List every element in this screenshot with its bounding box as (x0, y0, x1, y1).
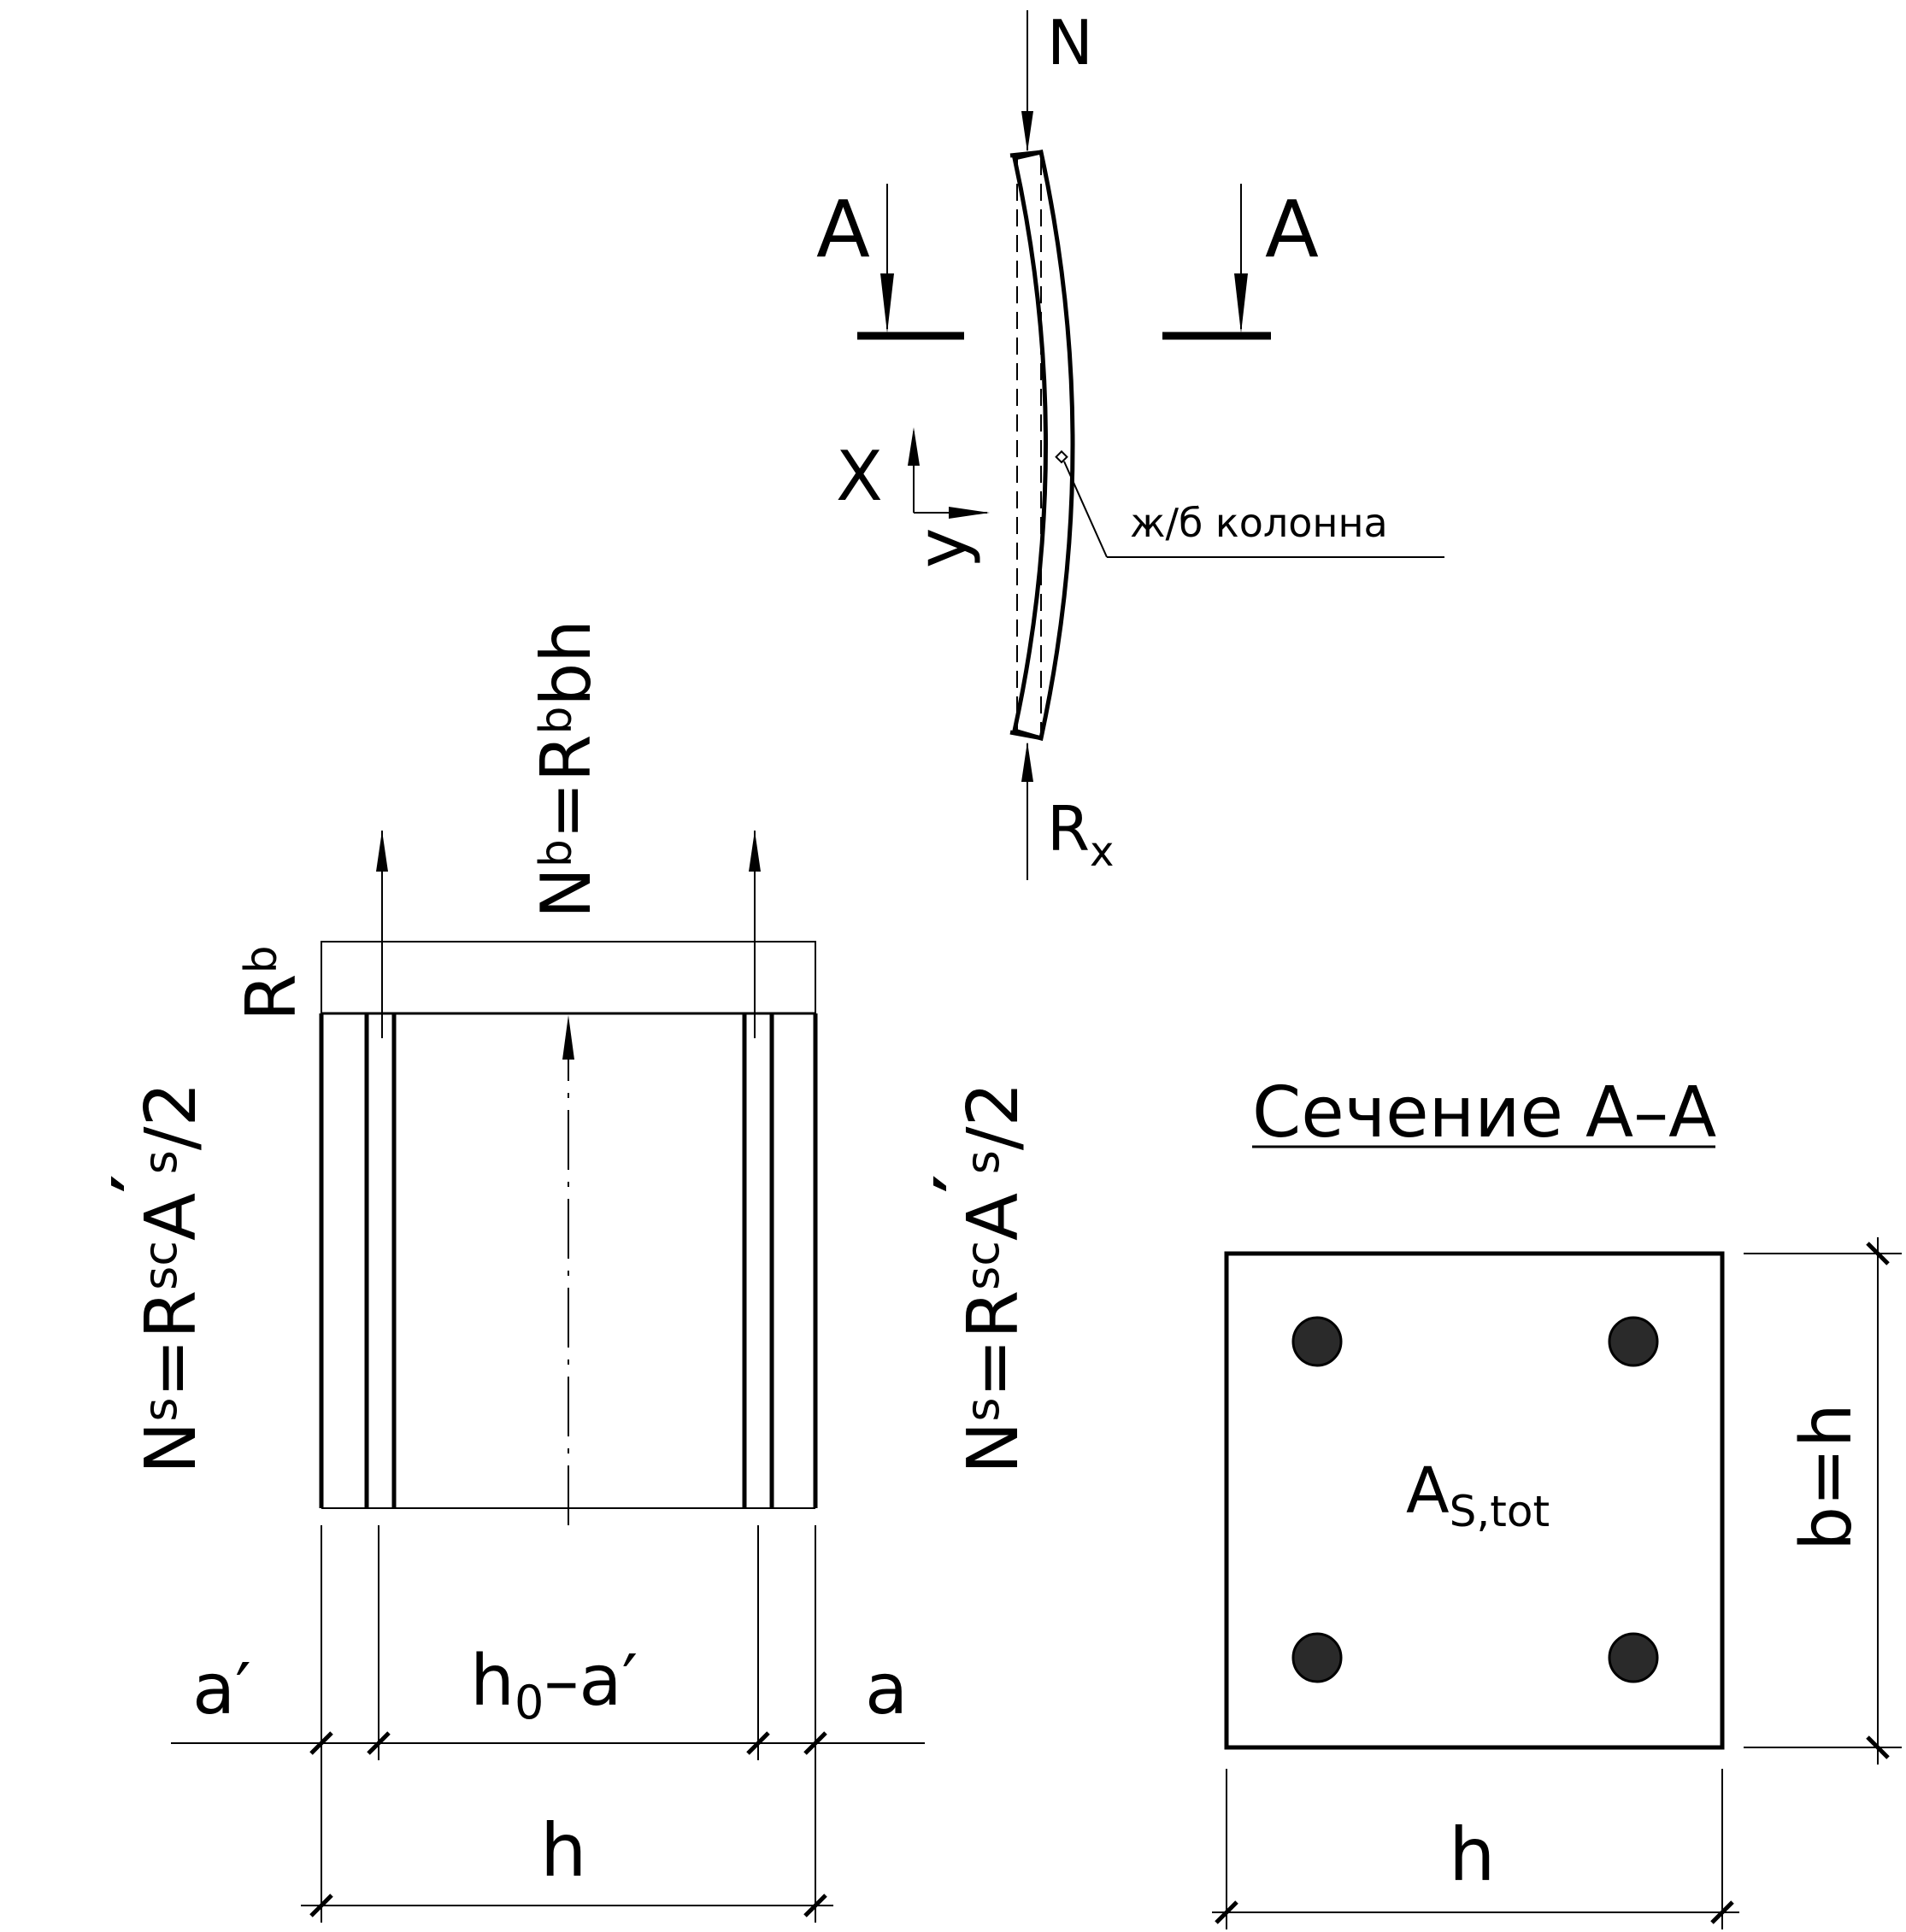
bent-column (1012, 150, 1075, 742)
label-ns-left: Ns=RscA′s/2 (98, 1082, 212, 1474)
dim-label-a-prime: a′ (192, 1649, 251, 1730)
column-elevation: N Rx A A X y ж/б колонна (816, 7, 1444, 880)
section-dim-right-ticks (1866, 1242, 1890, 1759)
load-label-n: N (1047, 7, 1093, 79)
section-dim-bottom-ticks (1215, 1900, 1734, 1924)
force-ns-right-arrowhead (749, 831, 761, 872)
concrete-stress-block (321, 941, 816, 1014)
rebar-bottom-right (1608, 1632, 1659, 1683)
section-dim-right-label: b=h (1786, 1403, 1868, 1551)
stress-diagram: Rb Nb=Rbbh Ns=RscA′s/2 Ns=RscA′s/2 a′ h0… (98, 620, 1034, 1923)
leader-line (1063, 461, 1108, 558)
reinforcement-area-label: AS,tot (1406, 1454, 1550, 1536)
section-mark-left-label: A (816, 184, 870, 275)
section-mark-right-label: A (1265, 184, 1319, 275)
load-arrowhead-n (1021, 111, 1033, 152)
section-outline (1224, 1251, 1725, 1750)
force-nb-arrowhead (562, 1015, 574, 1060)
label-rb: Rb (232, 945, 311, 1021)
leader-marker (1055, 449, 1068, 464)
axis-y-label: y (903, 528, 982, 568)
dim-ticks-upper (309, 1731, 827, 1755)
section-mark-right-arrowhead (1234, 273, 1248, 333)
column-bottom-end (1009, 730, 1044, 741)
dim-ticks-lower (309, 1894, 827, 1917)
section-dim-bottom-label: h (1449, 1812, 1496, 1898)
dim-label-h0-a-prime: h0–a′ (470, 1641, 638, 1729)
column-top-end (1009, 150, 1044, 158)
axis-y-arrowhead (949, 507, 990, 519)
rebar-top-left (1291, 1316, 1343, 1367)
section-title: Сечение А–А (1252, 1072, 1716, 1154)
reaction-arrowhead (1021, 742, 1033, 782)
label-ns-right: Ns=RscA′s/2 (921, 1082, 1034, 1474)
label-nb: Nb=Rbbh (527, 620, 606, 919)
column-label: ж/б колонна (1130, 500, 1388, 546)
reaction-label: Rx (1047, 793, 1114, 876)
dim-label-h: h (540, 1808, 587, 1894)
axis-x-label: X (836, 437, 883, 516)
dim-label-a: a (865, 1649, 908, 1730)
rebar-bottom-left (1291, 1632, 1343, 1683)
axis-x-arrowhead (908, 427, 920, 466)
rebar-top-right (1608, 1316, 1659, 1367)
section-aa: Сечение А–А AS,tot h b=h (1212, 1072, 1902, 1929)
force-ns-left-arrowhead (376, 831, 388, 872)
section-mark-left-arrowhead (880, 273, 894, 333)
